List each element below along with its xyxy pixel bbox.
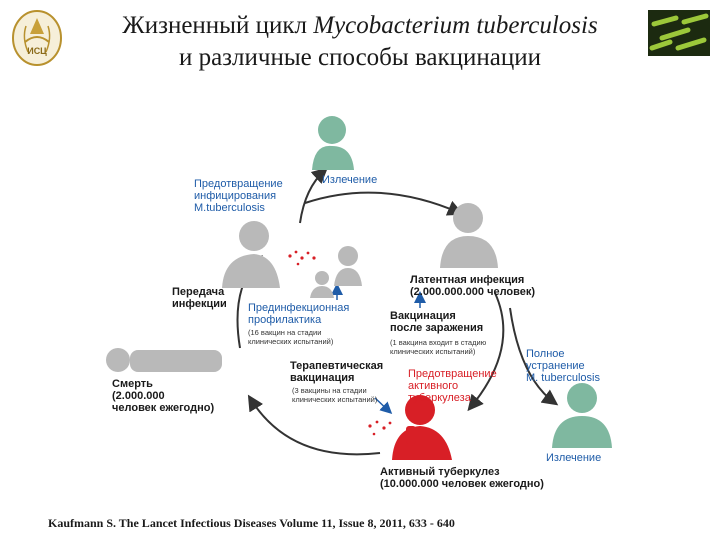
label-latent: Латентная инфекция (2.000.000.000 челове… (410, 274, 536, 298)
note-pre-prophylaxis: (16 вакцин на стадии клинических испытан… (248, 328, 334, 346)
arrow-to-death (247, 394, 381, 456)
person-child-1 (310, 271, 334, 298)
label-pre-prophylaxis: Прединфекционная профилактика (248, 302, 350, 326)
title-italic: Mycobacterium tuberculosis (313, 12, 598, 39)
label-transmission: Передача инфекции (172, 286, 227, 310)
label-cure-bottom: Излечение (546, 452, 602, 464)
blue-arrow-therapeutic (374, 397, 393, 415)
arrow-to-active (467, 292, 505, 412)
page-title: Жизненный цикл Mycobacterium tuberculosi… (70, 10, 650, 74)
title-part1: Жизненный цикл (122, 12, 314, 39)
droplets-top (288, 250, 316, 266)
title-line2: и различные способы вакцинации (178, 44, 542, 71)
person-transmitter (222, 221, 280, 288)
person-deceased (106, 348, 222, 372)
person-active-tb (392, 395, 452, 460)
note-therapeutic: (3 вакцины на стадии клинических испытан… (292, 386, 378, 404)
arrow-to-latent (304, 191, 464, 216)
bacteria-image (648, 10, 710, 56)
logo-text: ИСЦ (27, 46, 47, 56)
label-therapeutic: Терапевтическая вакцинация (290, 360, 384, 384)
arrow-to-cure-bottom (509, 307, 559, 406)
person-latent (440, 203, 498, 268)
label-prevention-infection: Предотвращение инфицирования M.tuberculo… (194, 178, 283, 214)
label-cure-top: Излечение (322, 174, 378, 186)
label-prevent-active: Предотвращение активного туберкулеза (408, 368, 497, 404)
label-full-elimination: Полное устранение M. tuberculosis (526, 348, 600, 384)
lifecycle-graphics (106, 116, 612, 460)
citation: Kaufmann S. The Lancet Infectious Diseas… (48, 516, 455, 530)
label-post-vaccination: Вакцинация после заражения (390, 310, 484, 334)
person-cured-bottom (552, 383, 612, 448)
note-post-vaccination: (1 вакцина входит в стадию клинических и… (390, 338, 487, 356)
person-cured-top (312, 116, 354, 170)
institute-logo: ИСЦ (12, 10, 62, 66)
label-active-tb: Активный туберкулез (10.000.000 человек … (380, 466, 544, 490)
label-death: Смерть (2.000.000 человек ежегодно) (112, 378, 215, 414)
lifecycle-diagram: Излечение Предотвращение инфицирования M… (90, 108, 620, 498)
person-child-2 (334, 246, 362, 286)
droplets-bottom (368, 420, 392, 436)
arrow-to-cure-top (299, 167, 328, 224)
